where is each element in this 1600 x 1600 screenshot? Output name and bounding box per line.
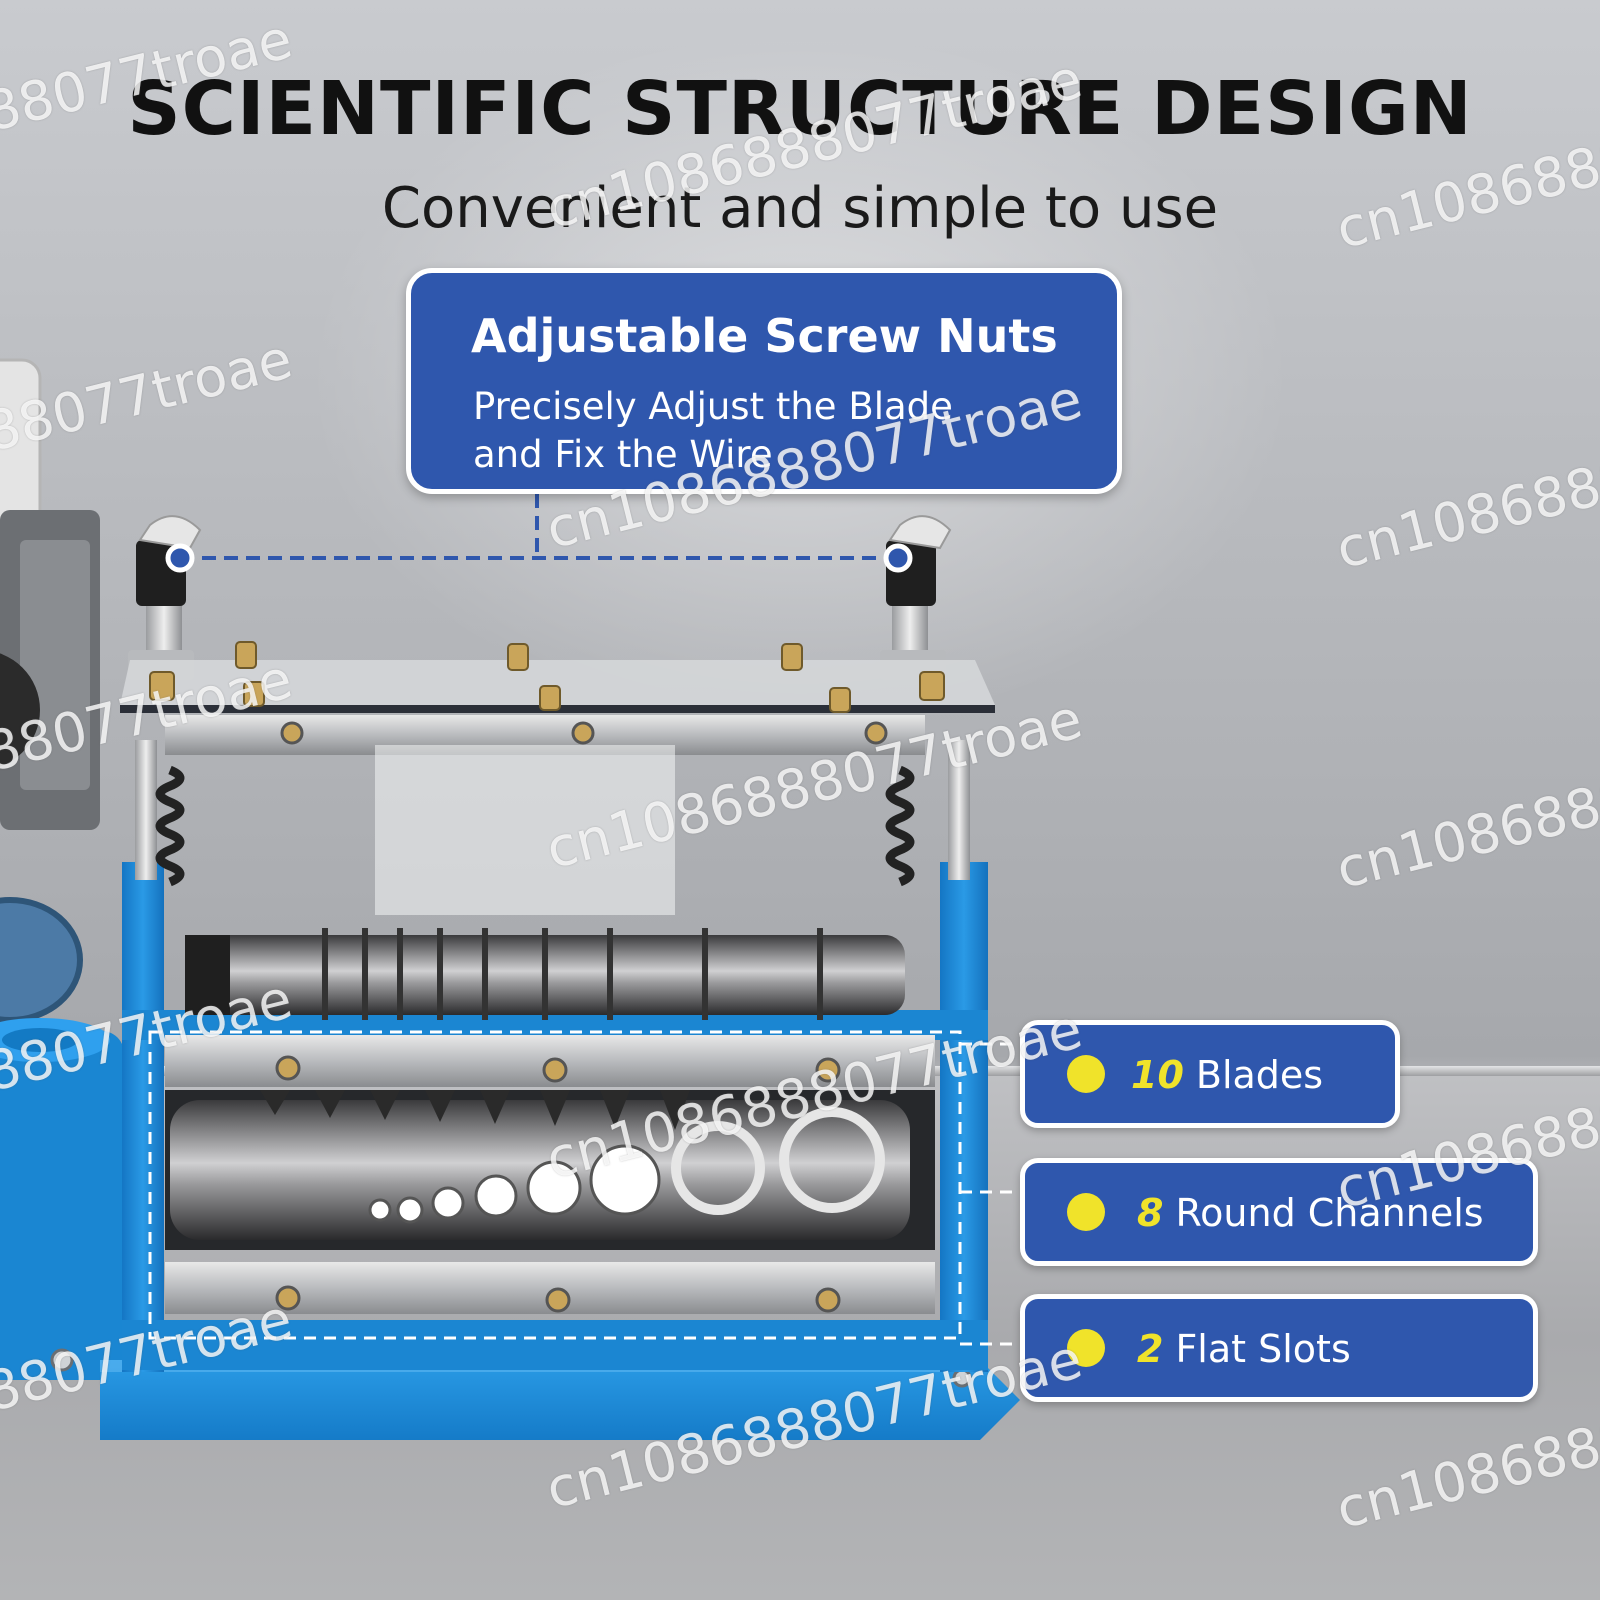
- callout-title: Adjustable Screw Nuts: [471, 309, 1058, 363]
- feature-round-channels-number: 8: [1137, 1191, 1164, 1235]
- page-subheadline: Convenient and simple to use: [381, 176, 1219, 241]
- bullet-dot-icon: [1067, 1329, 1105, 1367]
- bullet-dot-icon: [1067, 1055, 1105, 1093]
- feature-flat-slots-label: Flat Slots: [1175, 1327, 1351, 1371]
- callout-description-line-2: and Fix the Wire: [473, 433, 773, 476]
- callout-description-line-1: Precisely Adjust the Blade: [473, 385, 953, 428]
- page-headline: SCIENTIFIC STRUCTURE DESIGN: [127, 66, 1473, 152]
- feature-blades-label: Blades: [1195, 1053, 1324, 1097]
- connector-dot-icon: [165, 543, 195, 573]
- wall-background: [0, 0, 1600, 1070]
- feature-flat-slots-number: 2: [1137, 1327, 1164, 1371]
- feature-round-channels-label: Round Channels: [1175, 1191, 1484, 1235]
- adjustable-screw-nuts-callout: Adjustable Screw Nuts Precisely Adjust t…: [406, 268, 1122, 494]
- connector-dot-icon: [883, 543, 913, 573]
- bullet-dot-icon: [1067, 1193, 1105, 1231]
- feature-blades-number: 10: [1131, 1053, 1184, 1097]
